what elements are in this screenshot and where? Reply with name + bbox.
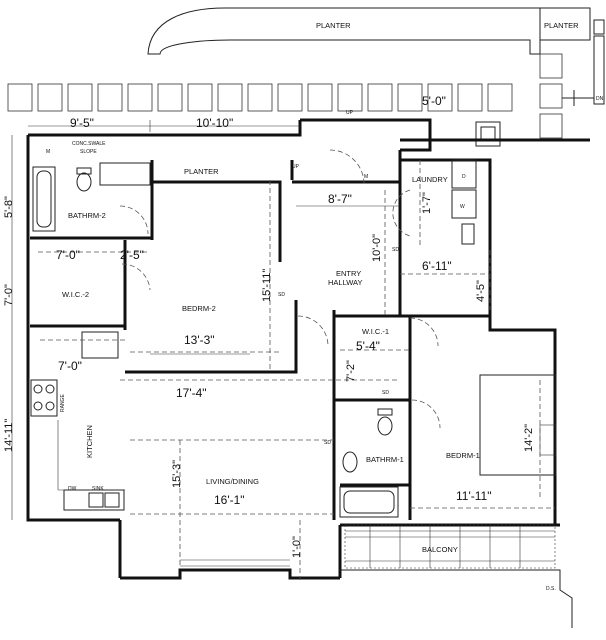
dim-7-0-a: 7'-0": [56, 248, 80, 262]
label-planter-mid: PLANTER: [184, 167, 219, 176]
label-conc-swale: CONC.SWALE: [72, 141, 106, 147]
bathroom-2-fixtures: [32, 162, 151, 232]
label-bathroom-2: BATHRM-2: [68, 211, 106, 220]
label-hallway: HALLWAY: [328, 278, 362, 287]
dim-2-5: 2'-5": [120, 248, 144, 262]
dimension-lines: [11, 120, 555, 580]
dim-15-11: 15'-11": [261, 269, 273, 302]
label-bedroom-2: BEDRM-2: [182, 304, 216, 313]
dim-7-0-b: 7'-0": [3, 284, 15, 306]
kitchen-fixtures: [30, 331, 125, 511]
balcony-area: [344, 524, 556, 569]
label-planter-right: PLANTER: [544, 21, 579, 30]
label-dryer: D: [462, 174, 466, 180]
stair-landing: [400, 90, 594, 147]
label-laundry: LAUNDRY: [412, 175, 448, 184]
dim-6-11: 6'-11": [422, 259, 452, 273]
living-window: [150, 353, 290, 567]
label-dn: DN: [596, 96, 604, 102]
dim-5-4: 5'-4": [356, 339, 380, 353]
dim-1-7: 1'-7": [421, 192, 433, 214]
label-meter-2: M: [364, 174, 368, 180]
label-balcony: BALCONY: [422, 545, 458, 554]
label-washer: W: [460, 204, 465, 210]
label-sink: SINK: [92, 486, 104, 492]
label-up-2: UP: [292, 164, 300, 170]
dim-10-10: 10'-10": [196, 116, 233, 130]
dim-17-4: 17'-4": [176, 386, 207, 400]
dim-4-5: 4'-5": [475, 280, 487, 302]
label-range: RANGE: [60, 394, 66, 412]
smoke-detector-1: SD: [278, 292, 285, 298]
label-kitchen: KITCHEN: [85, 425, 94, 458]
dim-16-1: 16'-1": [214, 493, 245, 507]
dim-5-0: 5'-0": [422, 94, 446, 108]
label-entry: ENTRY: [336, 269, 361, 278]
smoke-detector-2: SD: [392, 247, 399, 253]
dim-15-3: 15'-3": [171, 460, 183, 488]
smoke-detector-4: SD: [382, 390, 389, 396]
label-dw: DW: [68, 486, 77, 492]
dim-13-3: 13'-3": [184, 333, 215, 347]
label-up-1: UP: [346, 110, 354, 116]
dim-5-8: 5'-8": [3, 196, 15, 218]
door-swings: [119, 149, 441, 429]
label-bedroom-1: BEDRM-1: [446, 451, 480, 460]
exterior-walls: [26, 118, 573, 628]
label-wic-1: W.I.C.-1: [362, 327, 389, 336]
smoke-detector-3: SD: [324, 440, 331, 446]
dim-8-7: 8'-7": [328, 192, 352, 206]
laundry-fixtures: [451, 159, 477, 245]
label-planter-top: PLANTER: [316, 21, 351, 30]
label-slope: SLOPE: [80, 149, 97, 155]
interior-walls: [30, 160, 490, 520]
dim-11-11: 11'-11": [456, 489, 491, 503]
paver-row: [7, 53, 563, 139]
label-wic-2: W.I.C.-2: [62, 290, 89, 299]
dim-14-11: 14'-11": [3, 419, 15, 452]
label-living-dining: LIVING/DINING: [206, 477, 259, 486]
dim-9-5: 9'-5": [70, 116, 94, 130]
label-meter-1: M: [46, 149, 50, 155]
dim-1-0: 1'-0": [291, 536, 303, 558]
dim-14-2: 14'-2": [523, 424, 535, 452]
dim-10-0: 10'-0": [371, 234, 383, 262]
label-bathroom-1: BATHRM-1: [366, 455, 404, 464]
dim-7-2: 7'-2": [345, 360, 357, 382]
bathroom-1-fixtures: [339, 408, 399, 518]
dim-7-0-c: 7'-0": [58, 359, 82, 373]
label-ds: D.S.: [546, 586, 556, 592]
bedroom-1-bed: [479, 374, 557, 476]
